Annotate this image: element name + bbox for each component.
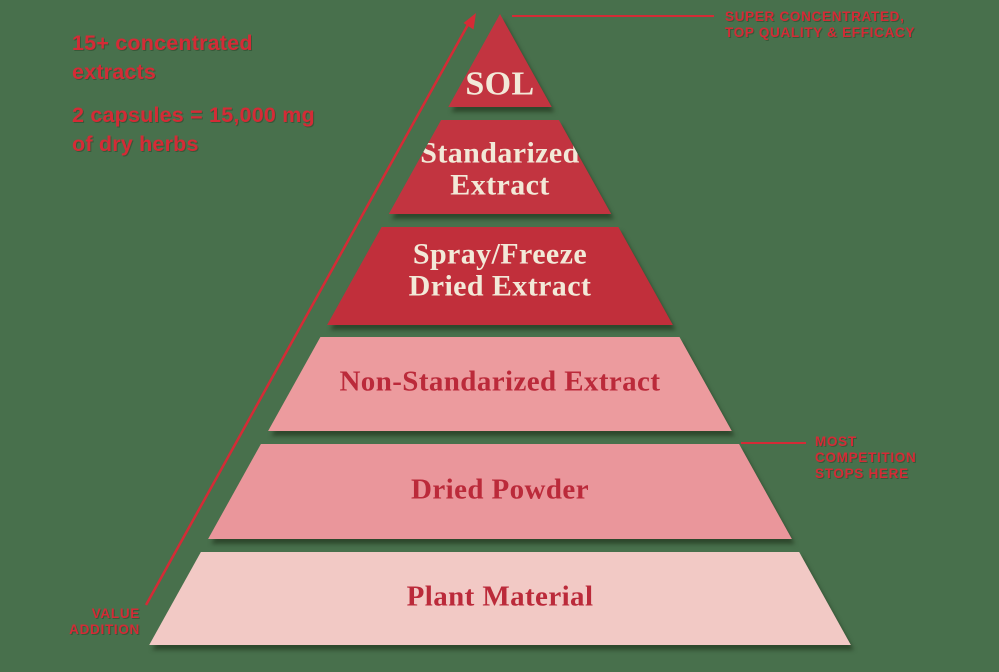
value-addition-callout: VALUE ADDITION [69, 606, 140, 638]
pyramid-level-dried-powder: Dried Powder [208, 444, 792, 539]
pyramid-level-label: Spray/Freeze Dried Extract [408, 237, 592, 303]
super-concentrated-callout: SUPER CONCENTRATED, TOP QUALITY & EFFICA… [725, 9, 916, 41]
pyramid-level-shape: Standarized Extract [388, 120, 612, 214]
pyramid-level-standarized-extract: Standarized Extract [388, 120, 612, 214]
pyramid-level-label: Dried Powder [411, 473, 589, 506]
pyramid-level-non-standarized-extract: Non-Standarized Extract [268, 337, 732, 431]
concentrated-extracts-note: 15+ concentrated extracts [72, 31, 253, 84]
pyramid-level-shape: Spray/Freeze Dried Extract [327, 227, 673, 325]
pyramid-level-label: SOL [465, 65, 535, 103]
pyramid-level-shape: Plant Material [149, 552, 851, 645]
pyramid-level-sol: SOL [448, 14, 552, 107]
pyramid-level-shape: Dried Powder [208, 444, 792, 539]
pyramid-level-label: Non-Standarized Extract [339, 365, 661, 398]
pyramid-level-label: Plant Material [406, 580, 594, 613]
pyramid-level-shape: Non-Standarized Extract [268, 337, 732, 431]
pyramid-level-shape: SOL [448, 14, 552, 107]
pyramid-level-plant-material: Plant Material [149, 552, 851, 645]
pyramid-level-spray-freeze-dried-extract: Spray/Freeze Dried Extract [327, 227, 673, 325]
capsules-dosage-note: 2 capsules = 15,000 mg of dry herbs [72, 103, 315, 156]
competition-stops-here-callout: MOST COMPETITION STOPS HERE [815, 434, 917, 482]
pyramid-level-label: Standarized Extract [420, 136, 580, 202]
